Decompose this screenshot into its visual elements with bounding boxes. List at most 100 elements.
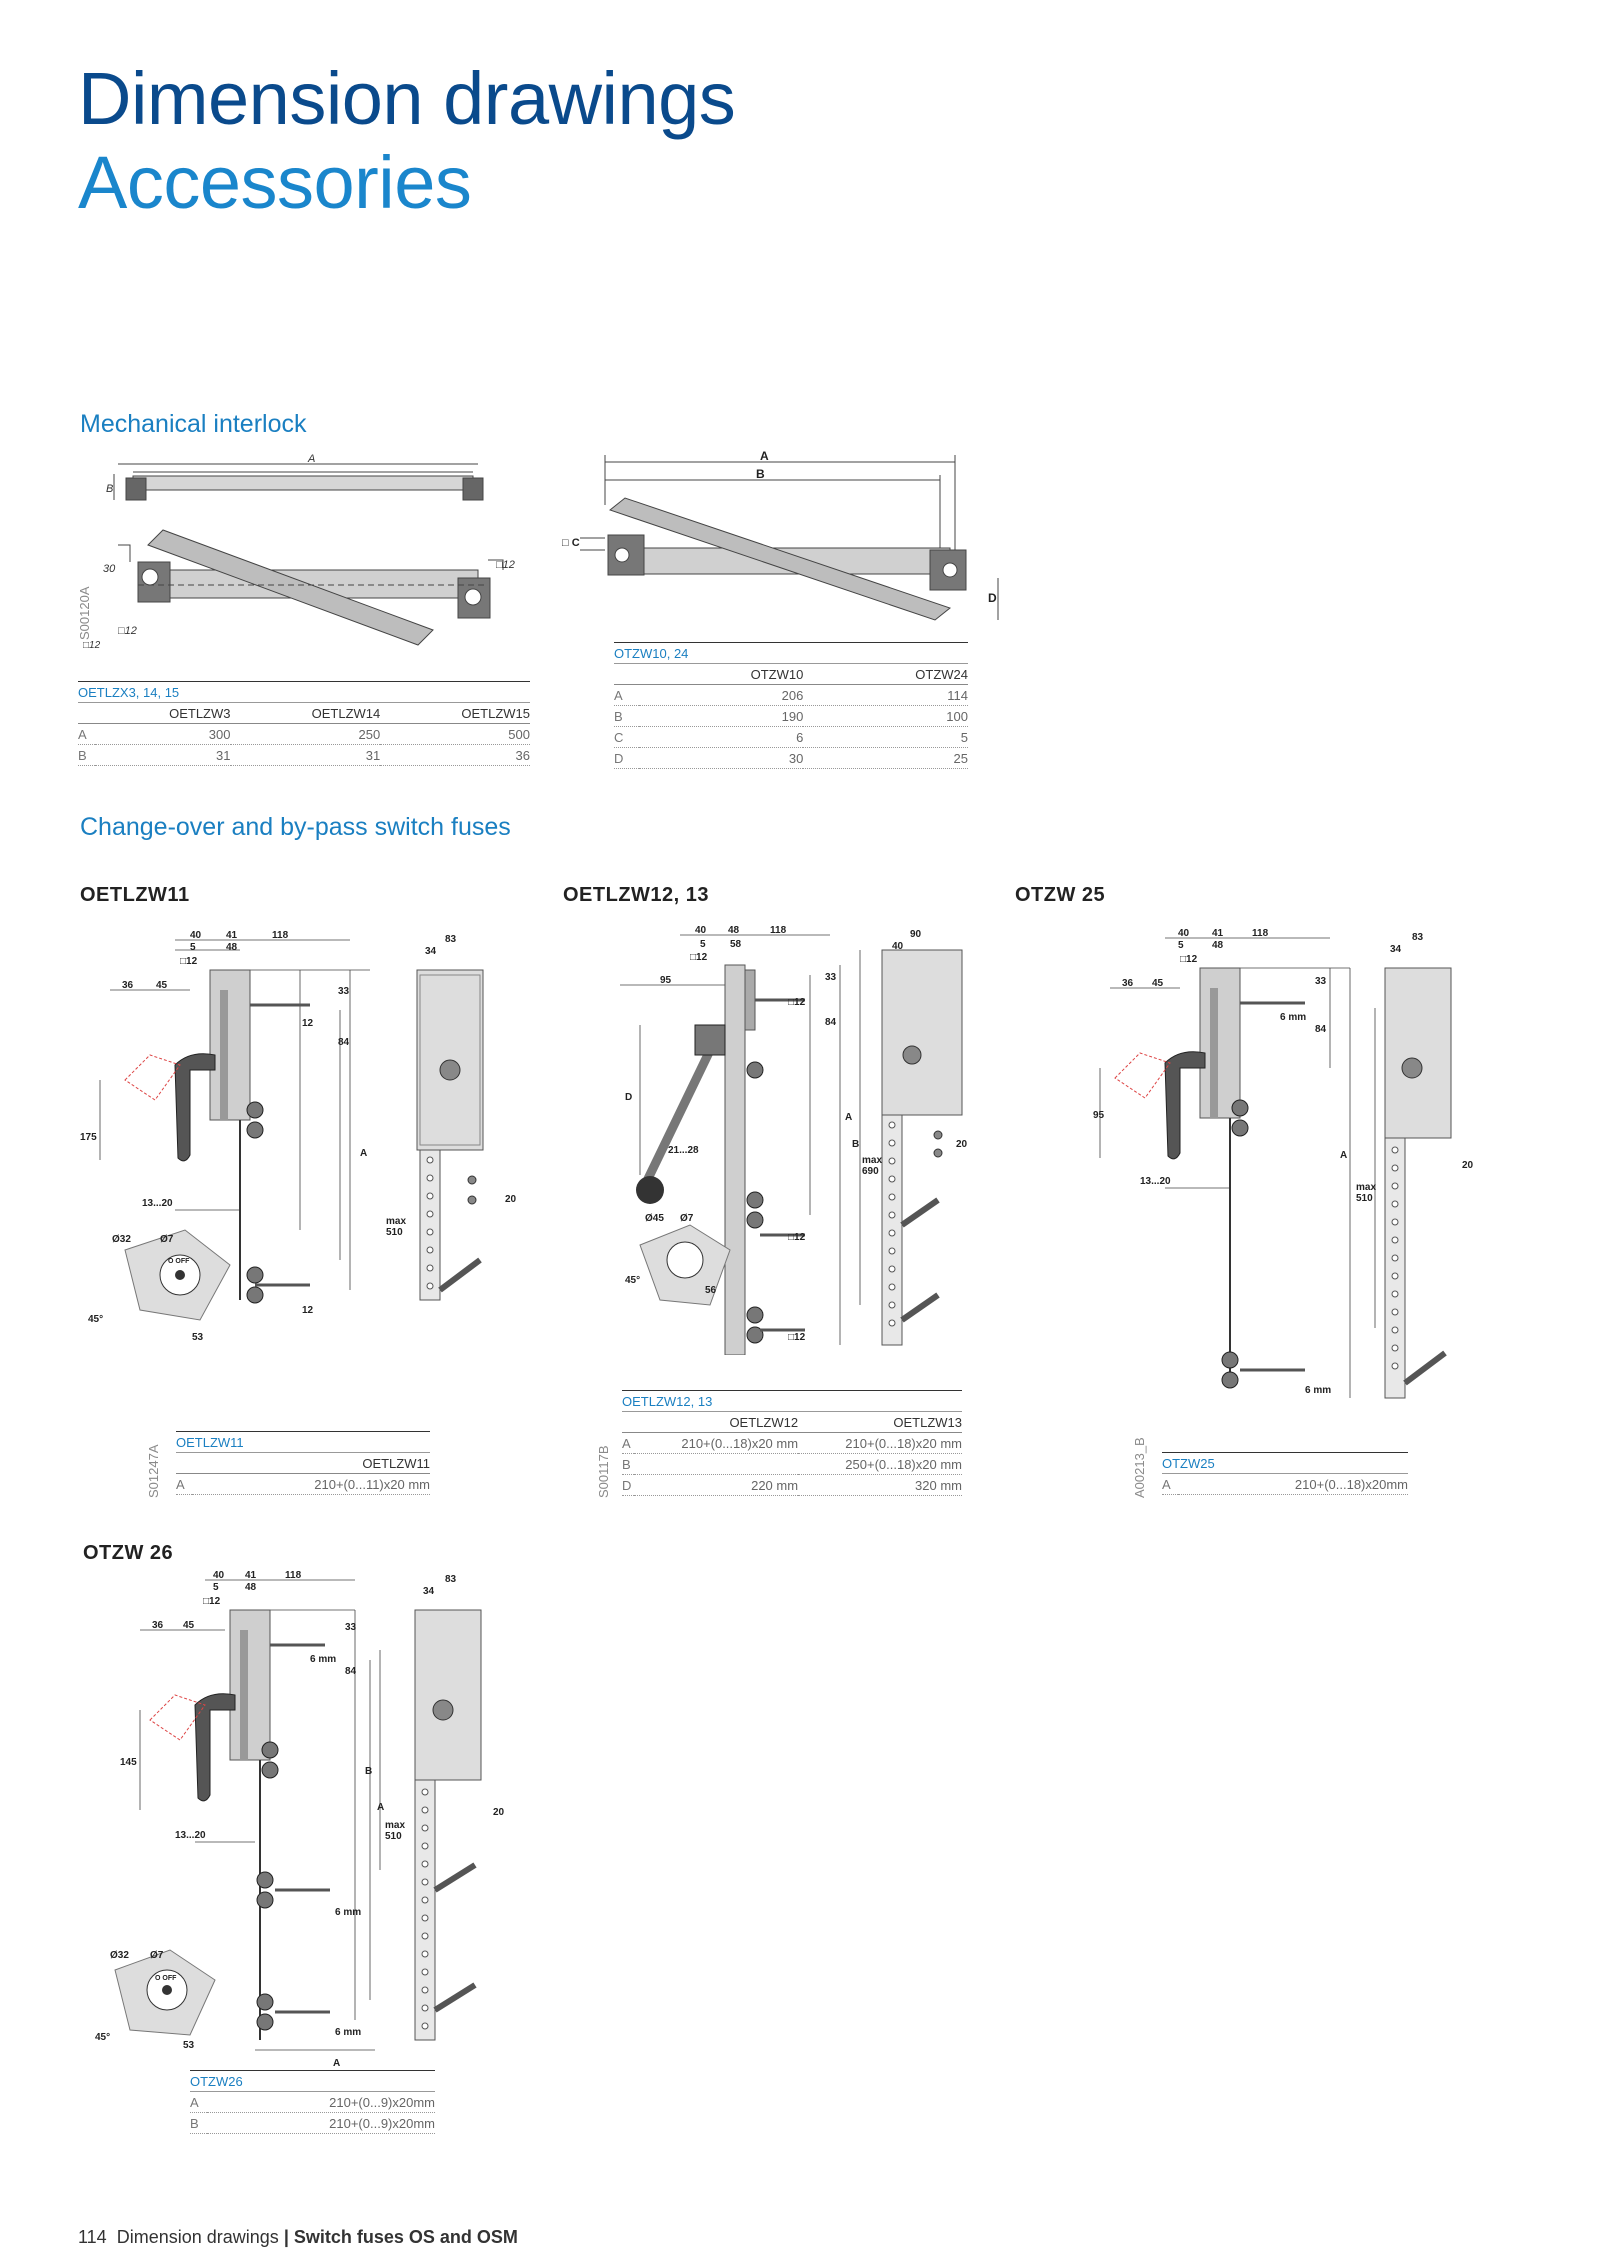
- subtitle-otzw26: OTZW 26: [83, 1542, 174, 1564]
- dim: 6 mm: [1305, 1385, 1331, 1396]
- cell: 220 mm: [634, 1474, 799, 1496]
- dim: 90: [910, 929, 922, 940]
- drawing-oetlzw12: 40 48 118 90 5 58 40 □12 95 33 □12 84 D …: [620, 925, 968, 1355]
- dim: Ø7: [680, 1213, 694, 1224]
- row-label: B: [614, 705, 639, 727]
- table-caption: OTZW10, 24: [614, 642, 968, 664]
- dim-30: 30: [103, 563, 116, 575]
- dim: 34: [1390, 944, 1402, 955]
- dim: 45°: [625, 1275, 640, 1286]
- dim: 53: [183, 2040, 195, 2051]
- dim: 83: [445, 934, 457, 945]
- dim: Ø7: [160, 1234, 174, 1245]
- row-label: B: [190, 2112, 208, 2134]
- cell: 31: [230, 744, 381, 766]
- drawing-code: A00213_B: [1132, 1437, 1147, 1498]
- section-mechanical-interlock: Mechanical interlock: [80, 410, 307, 438]
- cell: 210+(0...18)x20mm: [1178, 1473, 1408, 1495]
- dim: 95: [660, 975, 672, 986]
- dim: □12: [203, 1596, 221, 1607]
- row-label: D: [622, 1474, 635, 1496]
- dim: 118: [1252, 928, 1269, 939]
- dim: 145: [120, 1757, 137, 1768]
- table-otzw25: OTZW25 A 210+(0...18)x20mm: [1162, 1452, 1408, 1495]
- dim: 45: [156, 980, 168, 991]
- dim: 40: [1178, 928, 1190, 939]
- table-mech-left: OETLZX3, 14, 15 OETLZW3 OETLZW14 OETLZW1…: [78, 681, 530, 766]
- footer-separator: |: [283, 2227, 289, 2247]
- dim: O OFF: [155, 1975, 177, 1982]
- dim: 58: [730, 939, 742, 950]
- dim: A: [845, 1112, 852, 1123]
- subtitle-oetlzw12: OETLZW12, 13: [563, 884, 710, 906]
- page-number: 114: [78, 2227, 107, 2247]
- dim: A: [1340, 1150, 1347, 1161]
- dim: 48: [245, 1582, 257, 1593]
- dim: □12: [690, 952, 708, 963]
- dim: max: [862, 1155, 882, 1166]
- page-footer: 114 Dimension drawings | Switch fuses OS…: [78, 2227, 518, 2248]
- dim: 118: [285, 1570, 302, 1581]
- dim: 5: [700, 939, 706, 950]
- dim: 41: [1212, 928, 1224, 939]
- cell: 210+(0...11)x20 mm: [192, 1473, 430, 1495]
- dim: D: [625, 1092, 632, 1103]
- dim: 48: [226, 942, 238, 953]
- dim: 45: [1152, 978, 1164, 989]
- drawing-code: S00117B: [596, 1445, 611, 1498]
- dim: 5: [213, 1582, 219, 1593]
- dim: 20: [956, 1139, 968, 1150]
- dim: 41: [226, 930, 238, 941]
- col-header: OETLZW15: [380, 702, 530, 724]
- dim: 33: [1315, 976, 1327, 987]
- table-mech-right: OTZW10, 24 OTZW10 OTZW24 A 206 114 B 190…: [614, 642, 968, 769]
- dim: 13...20: [142, 1198, 173, 1209]
- dim-c: □ C: [562, 537, 580, 549]
- dim: 5: [1178, 940, 1184, 951]
- row-label: B: [78, 744, 95, 766]
- row-label: D: [614, 747, 639, 769]
- drawing-code: S01247A: [146, 1444, 161, 1499]
- dim-a: A: [307, 453, 315, 465]
- dim: □12: [788, 1332, 806, 1343]
- dim-sq12: □12: [496, 559, 515, 571]
- dim: 12: [302, 1018, 314, 1029]
- dim-b: B: [756, 467, 765, 481]
- dim: 40: [213, 1570, 225, 1581]
- dim: 40: [892, 941, 904, 952]
- drawing-otzw26: 40 41 118 5 48 83 34 □12 36 45 33 6 mm 8…: [95, 1570, 505, 2069]
- col-header: OETLZW3: [94, 702, 231, 724]
- mechanical-interlock-drawing-left: A B 30 □12 □12 □12: [83, 453, 515, 650]
- subtitle-oetlzw11: OETLZW11: [80, 884, 190, 906]
- dim: 34: [425, 946, 437, 957]
- drawing-oetlzw11: 40 41 118 5 48 83 34 □12 36 45 33 12 84 …: [80, 930, 517, 1343]
- mechanical-interlock-drawing-right: A B □ C D: [562, 450, 999, 621]
- footer-section: Dimension drawings: [116, 2227, 279, 2247]
- dim-sq12b: □12: [118, 625, 137, 637]
- cell: 250: [230, 723, 381, 745]
- dim: 20: [505, 1194, 517, 1205]
- col-header: OETLZW12: [634, 1411, 799, 1433]
- dim: 5: [190, 942, 196, 953]
- cell: 5: [803, 726, 968, 748]
- drawing-code: S00120A: [77, 586, 92, 641]
- dim: 84: [1315, 1024, 1327, 1035]
- cell: 30: [638, 747, 804, 769]
- dim: 6 mm: [335, 1907, 361, 1918]
- dim: Ø32: [112, 1234, 131, 1245]
- dim: 6 mm: [310, 1654, 336, 1665]
- cell: 210+(0...18)x20 mm: [798, 1432, 962, 1454]
- dim: 175: [80, 1132, 97, 1143]
- dim: 40: [695, 925, 707, 936]
- dim: □12: [788, 1232, 806, 1243]
- subtitle-otzw25: OTZW 25: [1015, 884, 1106, 906]
- dim-a: A: [760, 450, 769, 463]
- dim: 45: [183, 1620, 195, 1631]
- dim: 21...28: [668, 1145, 699, 1156]
- dim: 690: [862, 1166, 879, 1177]
- dim: 84: [345, 1666, 357, 1677]
- dim: max: [1356, 1182, 1376, 1193]
- dim: Ø7: [150, 1950, 164, 1961]
- cell: 114: [803, 684, 968, 706]
- dim: 83: [1412, 932, 1424, 943]
